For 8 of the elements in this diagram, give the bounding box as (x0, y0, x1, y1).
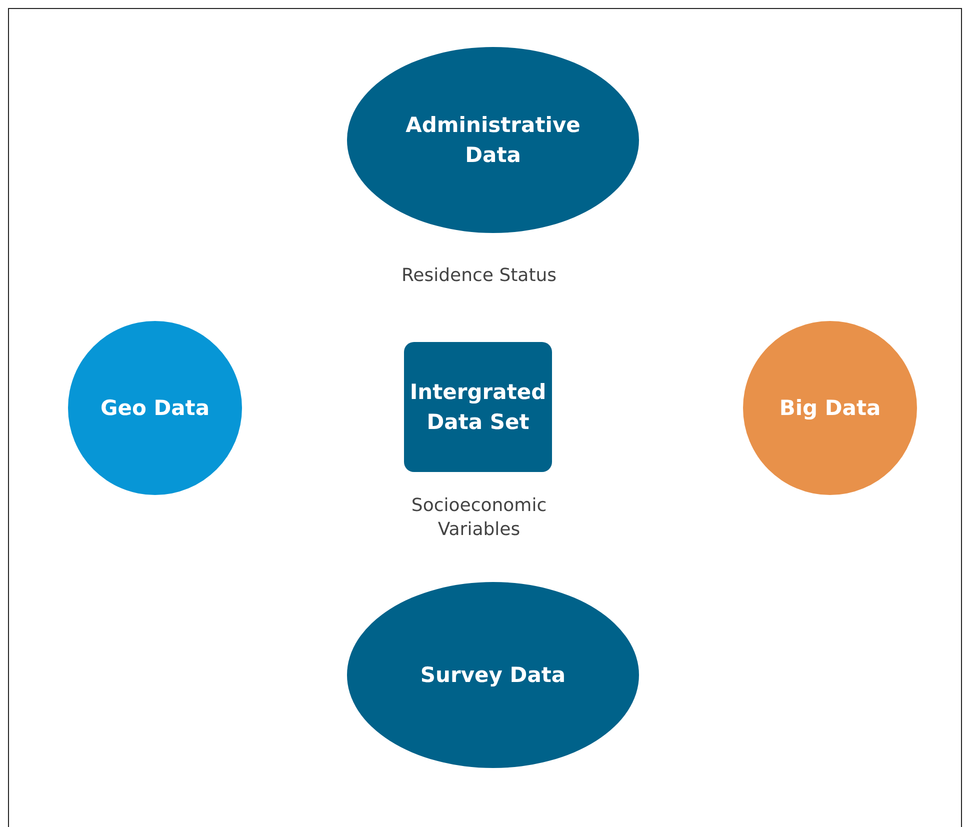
node-label: Administrative Data (404, 112, 582, 169)
node-label: Survey Data (420, 662, 566, 689)
relation-label: Socioeconomic Variables (410, 494, 548, 542)
node-label: Intergrated Data Set (408, 378, 548, 436)
node-label: Geo Data (100, 394, 210, 422)
relation-label: Residence Status (400, 264, 558, 288)
node-label: Big Data (779, 394, 881, 422)
integrated-data-box (404, 342, 552, 472)
